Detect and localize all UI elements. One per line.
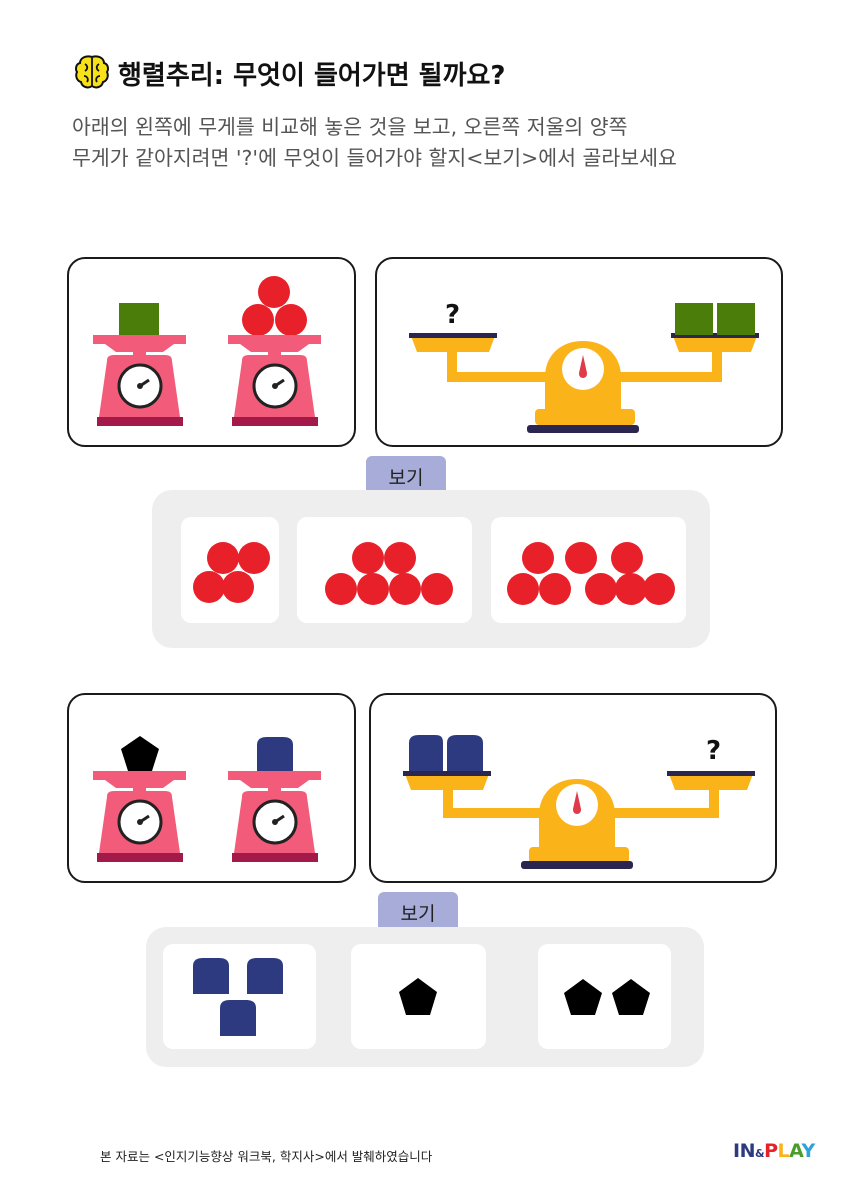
red-ball — [193, 571, 225, 603]
question-mark: ? — [706, 736, 721, 766]
choice-option-2-pentagons[interactable] — [538, 944, 671, 1049]
page-title: 행렬추리: 무엇이 들어가면 될까요? — [118, 61, 506, 91]
red-ball — [238, 542, 270, 574]
inplay-logo: IN&PLAY — [733, 1140, 815, 1162]
instructions: 아래의 왼쪽에 무게를 비교해 놓은 것을 보고, 오른쪽 저울의 양쪽 무게가… — [72, 112, 677, 174]
kitchen-scale-with-navy-block — [228, 737, 321, 862]
red-ball — [585, 573, 617, 605]
balance-scale-icon — [409, 333, 759, 433]
logo-amp: & — [754, 1147, 765, 1160]
balance-scale-icon — [403, 771, 755, 869]
red-ball — [384, 542, 416, 574]
red-ball — [522, 542, 554, 574]
green-block — [119, 303, 159, 335]
navy-block — [409, 735, 443, 771]
pentagon-shape — [564, 979, 602, 1015]
red-ball — [539, 573, 571, 605]
problem-1-reference-scales — [67, 257, 356, 447]
choice-option-3-navy-blocks[interactable] — [163, 944, 316, 1049]
red-ball — [275, 304, 307, 336]
source-note: 본 자료는 <인지기능향상 워크북, 학지사>에서 발췌하였습니다 — [100, 1149, 433, 1164]
problem-2-reference-scales — [67, 693, 356, 883]
red-ball — [565, 542, 597, 574]
problem-1-balance: ? — [375, 257, 783, 447]
red-ball — [357, 573, 389, 605]
red-ball — [611, 542, 643, 574]
pentagon-shape — [612, 979, 650, 1015]
red-ball — [258, 276, 290, 308]
red-ball — [242, 304, 274, 336]
red-ball — [325, 573, 357, 605]
red-ball — [507, 573, 539, 605]
pentagon-shape — [121, 736, 159, 771]
choice-option-1-pentagon[interactable] — [351, 944, 486, 1049]
logo-in: IN — [733, 1140, 755, 1162]
choice-option-3-red-balls[interactable] — [181, 517, 279, 623]
red-ball — [207, 542, 239, 574]
red-ball — [352, 542, 384, 574]
kitchen-scale-with-pentagon — [93, 736, 186, 862]
pentagon-shape — [399, 978, 437, 1015]
instruction-line-2: 무게가 같아지려면 '?'에 무엇이 들어가야 할지<보기>에서 골라보세요 — [72, 146, 677, 170]
green-block — [675, 303, 713, 335]
navy-block — [220, 1000, 256, 1036]
green-block — [717, 303, 755, 335]
kitchen-scale-with-red-balls — [228, 276, 321, 426]
choice-option-5-red-balls[interactable] — [297, 517, 472, 623]
question-mark: ? — [445, 300, 460, 330]
instruction-line-1: 아래의 왼쪽에 무게를 비교해 놓은 것을 보고, 오른쪽 저울의 양쪽 — [72, 115, 628, 139]
choice-option-7-red-balls[interactable] — [491, 517, 686, 623]
navy-block — [257, 737, 293, 771]
logo-a: A — [789, 1140, 802, 1162]
navy-block — [447, 735, 483, 771]
red-ball — [389, 573, 421, 605]
problem-2-balance: ? — [369, 693, 777, 883]
kitchen-scale-with-green-block — [93, 303, 186, 426]
navy-block — [193, 958, 229, 994]
logo-y: Y — [801, 1140, 816, 1162]
red-ball — [421, 573, 453, 605]
navy-block — [247, 958, 283, 994]
logo-l: L — [777, 1140, 790, 1162]
brain-icon — [75, 55, 109, 89]
logo-p: P — [764, 1140, 778, 1162]
red-ball — [615, 573, 647, 605]
red-ball — [222, 571, 254, 603]
red-ball — [643, 573, 675, 605]
